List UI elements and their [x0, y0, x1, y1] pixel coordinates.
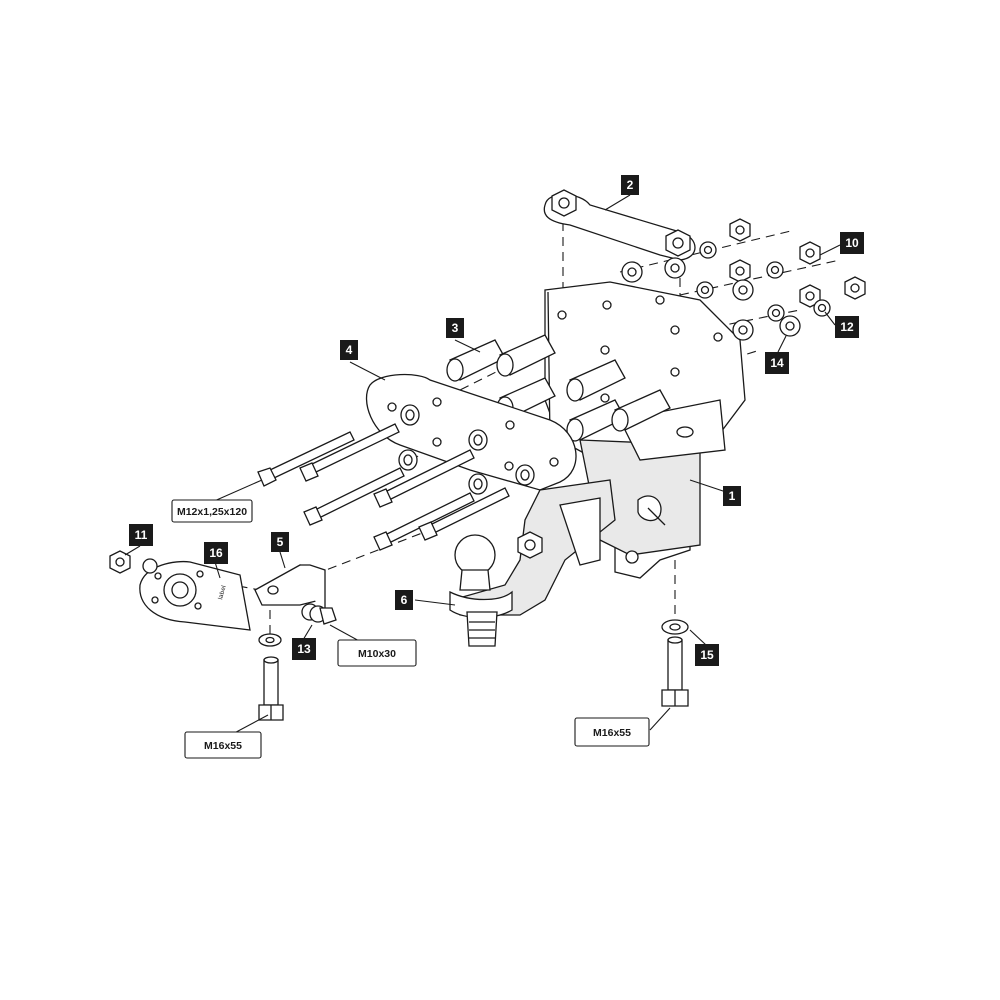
callout-4-label: 4 [346, 343, 353, 357]
side-plate-part [365, 373, 577, 495]
callout-13: 13 [292, 638, 316, 660]
spec-box-long-bolt: M12x1,25x120 [171, 499, 253, 523]
callout-15-label: 15 [700, 648, 714, 662]
callout-14: 14 [765, 352, 789, 374]
spec-box-right-bolt: M16x55 [574, 717, 650, 747]
nuts-and-washers [621, 218, 866, 341]
ball-mount-part [449, 479, 616, 647]
spec-box-bracket-bolt: M10x30 [337, 639, 417, 667]
long-bolts [257, 423, 510, 551]
callout-10-label: 10 [845, 236, 859, 250]
callout-15: 15 [695, 644, 719, 666]
callout-14-label: 14 [770, 356, 784, 370]
spec-long-bolt-text: M12x1,25x120 [177, 506, 247, 518]
callout-1: 1 [723, 486, 741, 506]
spec-left-bolt-text: M16x55 [204, 740, 242, 752]
spec-right-bolt-text: M16x55 [593, 727, 631, 739]
callout-3-label: 3 [452, 321, 459, 335]
socket-bracket-part: label [109, 550, 251, 631]
callout-5: 5 [271, 532, 289, 552]
callout-6: 6 [395, 590, 413, 610]
callout-11-label: 11 [135, 528, 148, 542]
left-vertical-bolt [258, 633, 284, 721]
spec-box-left-bolt: M16x55 [184, 731, 262, 759]
callout-6-label: 6 [401, 593, 408, 607]
callout-2: 2 [621, 175, 639, 195]
callout-13-label: 13 [297, 642, 311, 656]
callout-16: 16 [204, 542, 228, 564]
callout-12-label: 12 [840, 320, 854, 334]
callout-2-label: 2 [627, 178, 634, 192]
callout-16-label: 16 [209, 546, 223, 560]
callout-12: 12 [835, 316, 859, 338]
callout-5-label: 5 [277, 535, 284, 549]
svg-text:label: label [217, 584, 228, 600]
mounting-bracket-part [254, 564, 337, 625]
callout-3: 3 [446, 318, 464, 338]
callout-11: 11 [129, 524, 153, 546]
right-vertical-bolt [661, 619, 689, 707]
spec-bracket-bolt-text: M10x30 [358, 648, 396, 660]
callout-4: 4 [340, 340, 358, 360]
top-link-part [543, 189, 696, 261]
callout-10: 10 [840, 232, 864, 254]
callout-1-label: 1 [729, 489, 736, 503]
